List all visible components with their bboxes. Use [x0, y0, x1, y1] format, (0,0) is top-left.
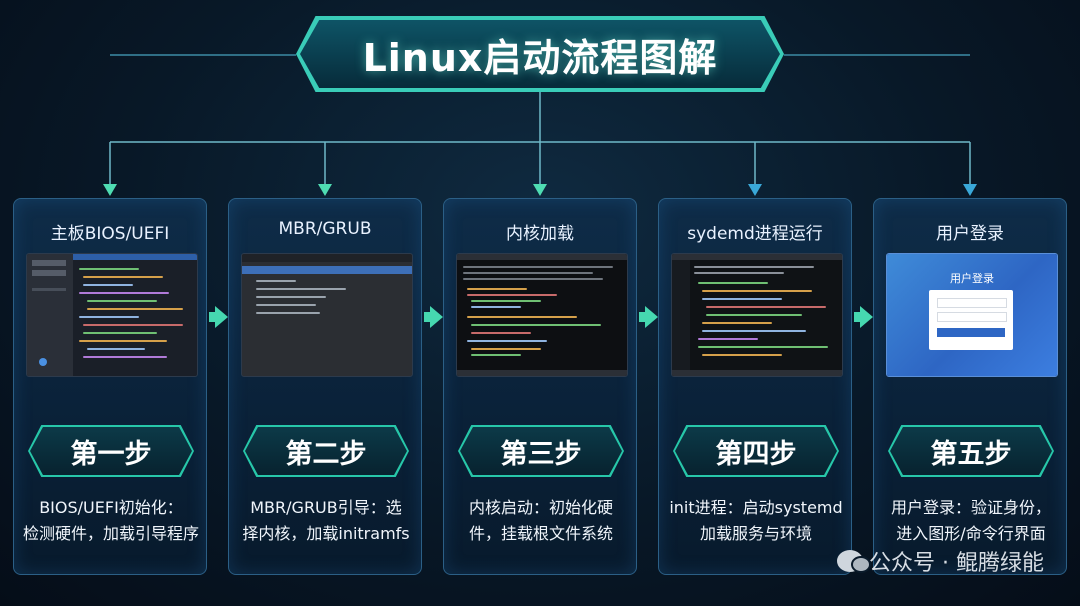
- watermark: 公众号 · 鲲腾绿能: [837, 545, 1044, 577]
- down-arrow-icon: [963, 184, 977, 196]
- watermark-text: 公众号 · 鲲腾绿能: [869, 551, 1044, 576]
- title-banner: Linux启动流程图解: [300, 20, 780, 88]
- step-badge: 第三步: [458, 425, 624, 477]
- right-arrow-icon: [645, 306, 658, 328]
- down-arrow-icon: [533, 184, 547, 196]
- desc-line: 件，挂载根文件系统: [468, 524, 613, 543]
- card-title: MBR/GRUB: [278, 219, 372, 239]
- wechat-icon: [837, 550, 872, 573]
- step-badge: 第二步: [243, 425, 409, 477]
- down-arrow-icon: [103, 184, 117, 196]
- step-description: 内核启动：初始化硬 件，挂载根文件系统: [450, 495, 632, 547]
- step-card-4: sydemd进程运行 第四步 init进程：启动systemd 加载服务与环境: [658, 198, 852, 575]
- step-description: init进程：启动systemd 加载服务与环境: [665, 495, 847, 547]
- step-label: 第三步: [500, 438, 582, 470]
- step-badge: 第四步: [673, 425, 839, 477]
- step-label: 第二步: [285, 438, 367, 470]
- card-title: 内核加载: [506, 224, 574, 244]
- login-form: [929, 290, 1013, 350]
- step-description: BIOS/UEFI初始化： 检测硬件，加载引导程序: [20, 495, 202, 547]
- right-arrow-icon: [430, 306, 443, 328]
- step-label: 第一步: [70, 438, 152, 470]
- login-screen-title: 用户登录: [950, 272, 994, 285]
- right-arrow-icon: [215, 306, 228, 328]
- desc-line: 用户登录：验证身份，: [890, 498, 1051, 517]
- down-arrow-icon: [318, 184, 332, 196]
- desc-line: 加载服务与环境: [699, 524, 812, 543]
- desc-line: 择内核，加载initramfs: [242, 524, 410, 543]
- desc-line: BIOS/UEFI初始化：: [39, 498, 183, 517]
- desc-line: 检测硬件，加载引导程序: [22, 524, 199, 543]
- card-title: 用户登录: [936, 224, 1004, 244]
- step-description: 用户登录：验证身份， 进入图形/命令行界面: [880, 495, 1062, 547]
- flow-arrow-stem: [854, 312, 860, 322]
- card-title: sydemd进程运行: [687, 224, 823, 244]
- step-description: MBR/GRUB引导：选 择内核，加载initramfs: [235, 495, 417, 547]
- desc-line: 进入图形/命令行界面: [896, 524, 1046, 543]
- desc-line: 内核启动：初始化硬: [468, 498, 613, 517]
- step-card-3: 内核加载 第三步 内核启动：初始化硬 件，挂载根文件系统: [443, 198, 637, 575]
- down-arrow-icon: [748, 184, 762, 196]
- step-card-2: MBR/GRUB 第二步 MBR/GRUB引导：选 择内核，加载initramf…: [228, 198, 422, 575]
- bios-screenshot: [26, 253, 198, 377]
- desc-line: init进程：启动systemd: [669, 498, 843, 517]
- systemd-screenshot: [671, 253, 843, 377]
- login-screenshot: 用户登录: [886, 253, 1058, 377]
- grub-screenshot: [241, 253, 413, 377]
- page-title: Linux启动流程图解: [362, 35, 718, 80]
- step-label: 第五步: [930, 438, 1012, 470]
- desc-line: MBR/GRUB引导：选: [250, 498, 402, 517]
- step-badge: 第五步: [888, 425, 1054, 477]
- right-arrow-icon: [860, 306, 873, 328]
- card-title: 主板BIOS/UEFI: [50, 224, 170, 244]
- kernel-screenshot: [456, 253, 628, 377]
- login-button[interactable]: [937, 328, 1005, 337]
- step-card-1: 主板BIOS/UEFI 第一步 BIOS/UEFI初始化： 检测硬件，加载引导程…: [13, 198, 207, 575]
- title-right-line: [784, 54, 970, 56]
- title-left-line: [110, 54, 296, 56]
- flow-arrow-stem: [209, 312, 215, 322]
- step-card-5: 用户登录 用户登录 第五步 用户登录：验证身份， 进入图形/命令行界面: [873, 198, 1067, 575]
- step-label: 第四步: [715, 438, 797, 470]
- flow-arrow-stem: [639, 312, 645, 322]
- step-badge: 第一步: [28, 425, 194, 477]
- flow-arrow-stem: [424, 312, 430, 322]
